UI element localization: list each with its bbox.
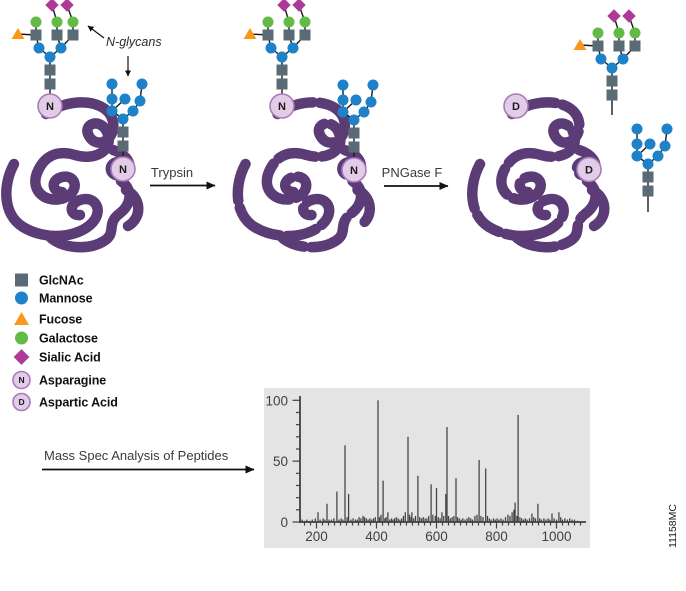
svg-text:D: D [585,165,593,177]
aspartic-acid-residue: D [503,93,529,119]
chart-peaks [301,400,579,522]
svg-text:800: 800 [485,529,508,544]
svg-text:100: 100 [265,393,288,408]
svg-text:Galactose: Galactose [39,332,98,346]
svg-text:D: D [512,101,520,113]
svg-text:200: 200 [305,529,328,544]
svg-text:1000: 1000 [541,529,571,544]
asparagine-residue: N [37,93,63,119]
svg-text:N: N [119,164,127,176]
svg-text:Asparagine: Asparagine [39,374,106,388]
svg-text:Sialic Acid: Sialic Acid [39,351,101,365]
svg-text:N: N [350,165,358,177]
legend-item-sialic-acid: Sialic Acid [13,349,101,365]
figure-id: 11158MC [667,504,679,548]
svg-text:D: D [18,397,24,407]
mannose-circle-icon [15,291,28,305]
svg-text:600: 600 [425,529,448,544]
n-glycans-label: N-glycans [106,35,162,49]
svg-text:N: N [18,375,24,385]
aspartic-acid-residue: D [576,156,602,183]
svg-text:50: 50 [273,454,288,469]
asparagine-residue: N [341,157,367,183]
legend-item-glcnac: GlcNAc [15,273,84,288]
galactose-circle-icon [15,331,28,345]
svg-text:Mannose: Mannose [39,292,93,306]
svg-text:0: 0 [280,515,288,530]
svg-text:N: N [46,101,54,113]
fucose-triangle-icon [14,312,29,325]
legend-item-aspartic-acid: D Aspartic Acid [12,392,118,412]
released-complex-glycan [572,8,642,116]
svg-text:Aspartic Acid: Aspartic Acid [39,396,118,410]
legend-item-asparagine: N Asparagine [12,370,106,390]
trypsin-label: Trypsin [151,165,193,180]
svg-text:400: 400 [365,529,388,544]
asparagine-residue: N [269,93,295,119]
svg-text:GlcNAc: GlcNAc [39,274,84,288]
svg-text:N: N [278,101,286,113]
aspartic-acid-residue-icon: D [12,392,31,412]
asparagine-residue-icon: N [12,370,31,390]
sialic-acid-diamond-icon [13,349,30,365]
pngase-label: PNGase F [382,165,443,180]
legend-item-galactose: Galactose [15,331,98,346]
complex-n-glycan [242,0,312,105]
legend-item-fucose: Fucose [14,312,82,327]
svg-text:Fucose: Fucose [39,313,82,327]
glcnac-square-icon [15,273,28,287]
mass-spectrum-chart: 0 50 100 200 400 600 800 1000 [264,388,590,548]
chart-panel [264,388,590,548]
chart-axes: 0 50 100 200 400 600 800 1000 [265,393,586,544]
legend: GlcNAc Mannose Fucose Galactose Sialic A… [12,273,118,412]
n-glycans-arrow-left [87,25,105,39]
asparagine-residue: N [110,156,136,182]
complex-n-glycan [10,0,80,105]
mass-spec-label: Mass Spec Analysis of Peptides [44,448,229,463]
released-high-mannose-glycan [630,122,674,213]
legend-item-mannose: Mannose [15,291,93,306]
